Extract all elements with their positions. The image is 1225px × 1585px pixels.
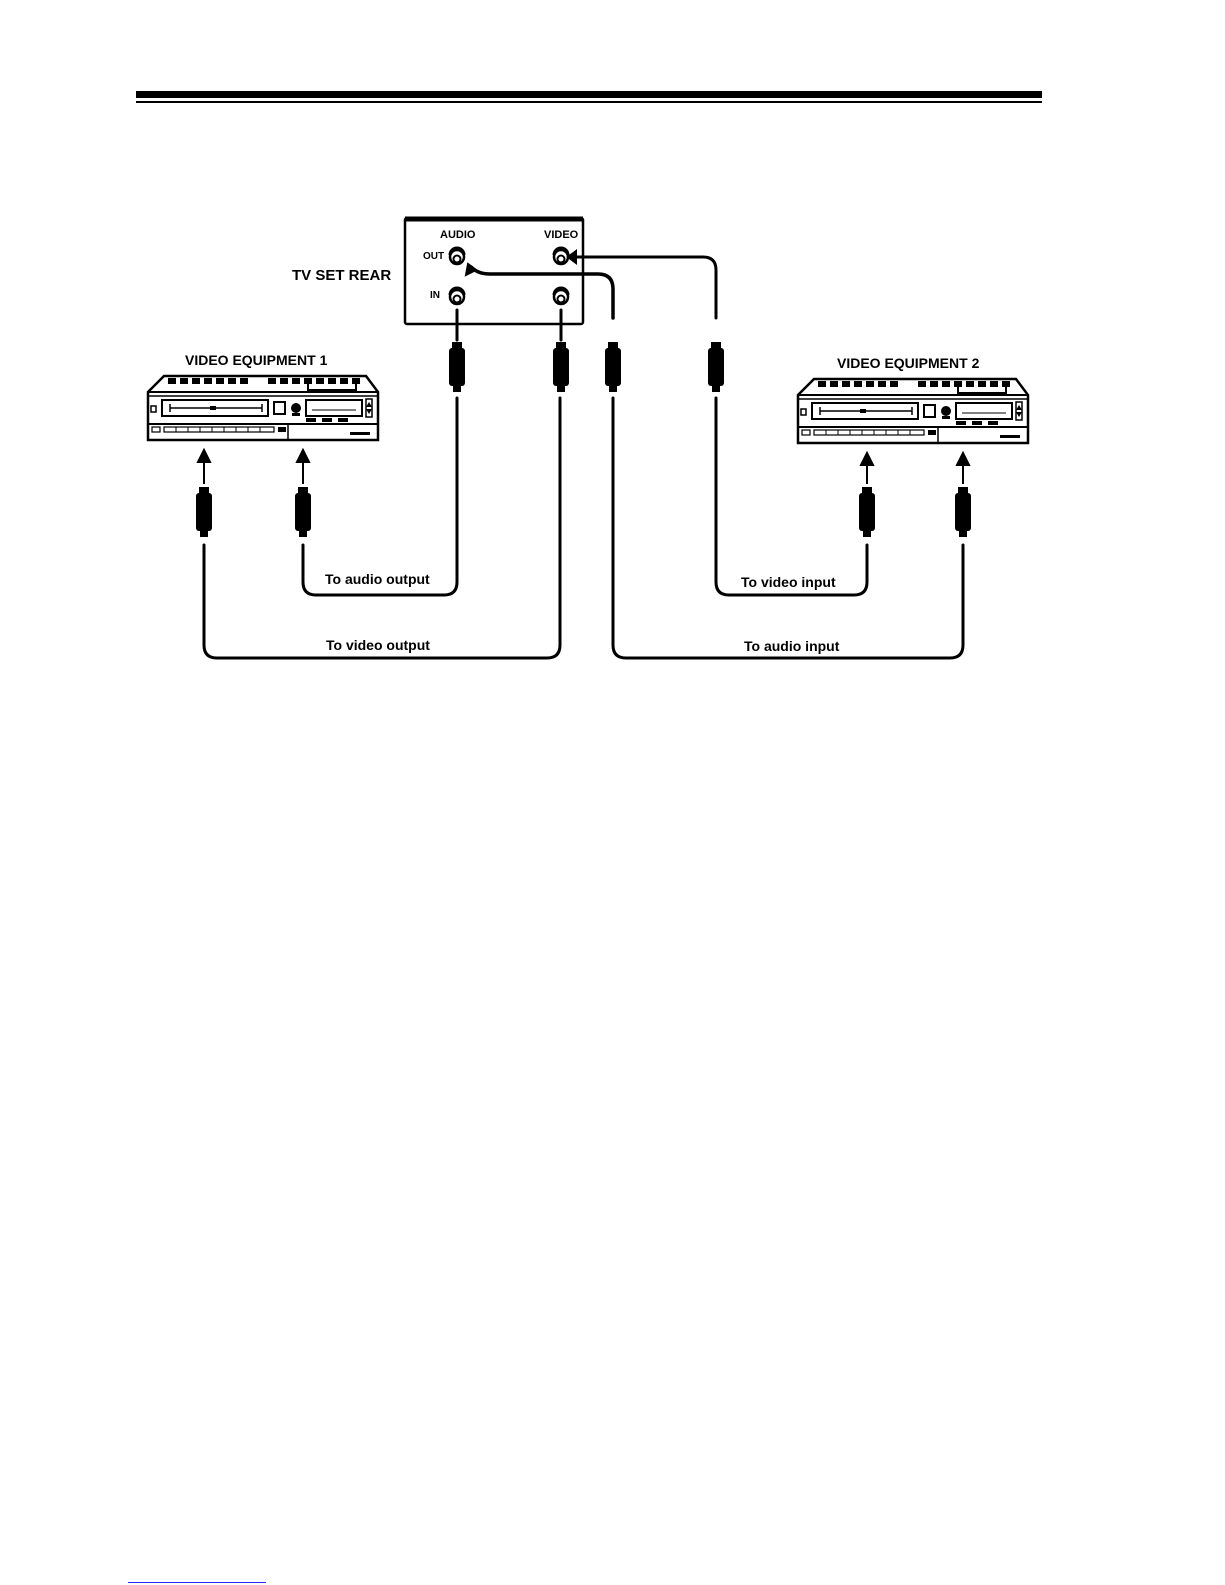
cable-label-video-input: To video input — [741, 574, 836, 590]
equipment1-label: VIDEO EQUIPMENT 1 — [185, 352, 328, 368]
tv-audio-label: AUDIO — [440, 229, 476, 241]
tv-video-label: VIDEO — [544, 229, 579, 241]
video-equipment-2 — [798, 379, 1028, 443]
video-equipment-1 — [148, 376, 378, 440]
tv-audio-in-jack — [450, 288, 464, 304]
cable-label-audio-input: To audio input — [744, 638, 840, 654]
tv-video-out-jack — [554, 248, 568, 264]
cable-label-audio-output: To audio output — [325, 571, 430, 587]
tv-out-label: OUT — [423, 251, 444, 262]
tv-video-in-jack — [554, 288, 568, 304]
tv-audio-out-jack — [450, 248, 464, 264]
equipment2-label: VIDEO EQUIPMENT 2 — [837, 355, 980, 371]
tv-set-rear-label: TV SET REAR — [292, 267, 391, 284]
cable-label-video-output: To video output — [326, 637, 430, 653]
tv-in-label: IN — [430, 290, 440, 301]
footer-rule — [128, 1582, 266, 1583]
